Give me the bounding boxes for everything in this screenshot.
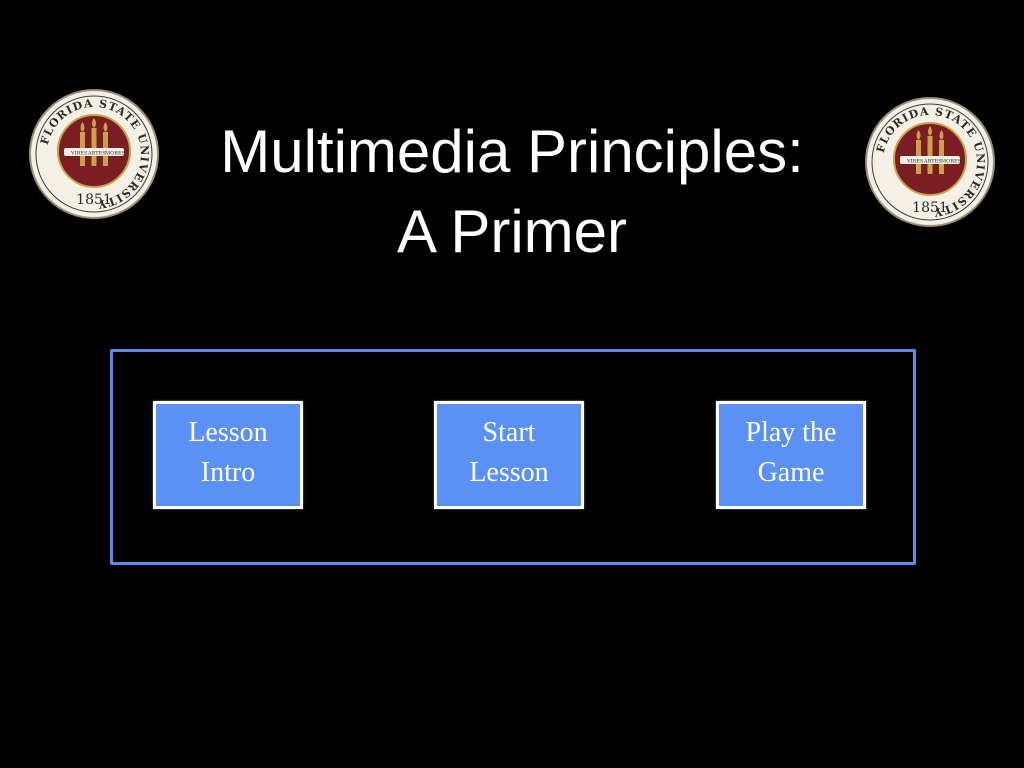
- button-label-line-1: Start: [482, 417, 536, 448]
- seal-motto-2: ARTES: [923, 159, 942, 165]
- seal-motto-3: MORES: [941, 159, 962, 165]
- button-label-line-2: Game: [757, 457, 825, 488]
- button-label-line-1: Play the: [745, 417, 837, 448]
- play-the-game-button[interactable]: Play the Game: [716, 401, 866, 509]
- seal-motto-1: VIRES: [70, 151, 88, 157]
- slide-title: Multimedia Principles: A Primer: [172, 112, 852, 272]
- fsu-seal-right: FLORIDA STATE UNIVERSITY VIRES ARTES MOR…: [864, 96, 996, 228]
- title-line-2: A Primer: [396, 198, 628, 265]
- seal-year: 1851: [912, 200, 948, 216]
- seal-motto-2: ARTES: [87, 151, 106, 157]
- seal-icon: FLORIDA STATE UNIVERSITY VIRES ARTES MOR…: [29, 89, 159, 219]
- fsu-seal-left: FLORIDA STATE UNIVERSITY VIRES ARTES MOR…: [28, 88, 160, 220]
- button-label-line-1: Lesson: [188, 417, 268, 448]
- button-label-line-2: Intro: [200, 457, 256, 488]
- button-label-line-2: Lesson: [469, 457, 549, 488]
- navigation-panel: Lesson Intro Start Lesson Play the Game: [110, 349, 916, 565]
- seal-year: 1851: [76, 192, 112, 208]
- seal-motto-1: VIRES: [906, 159, 924, 165]
- start-lesson-button[interactable]: Start Lesson: [434, 401, 584, 509]
- seal-icon: FLORIDA STATE UNIVERSITY VIRES ARTES MOR…: [865, 97, 995, 227]
- lesson-intro-button[interactable]: Lesson Intro: [153, 401, 303, 509]
- seal-motto-3: MORES: [105, 151, 126, 157]
- title-line-1: Multimedia Principles:: [220, 118, 804, 185]
